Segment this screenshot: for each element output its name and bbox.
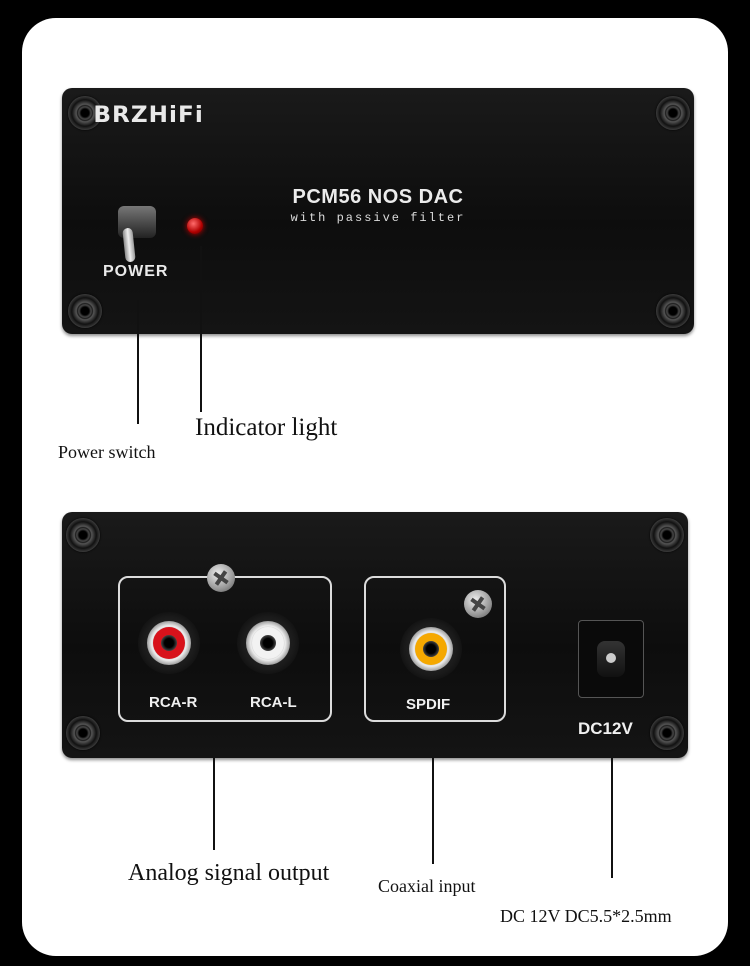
rca-right-label: RCA-R xyxy=(149,694,198,711)
power-switch-leader-line xyxy=(137,300,139,424)
spdif-frame xyxy=(364,576,506,722)
callout-indicator-light: Indicator light xyxy=(195,414,338,441)
rca-left-jack[interactable] xyxy=(237,612,299,674)
callout-dc-power: DC 12V DC5.5*2.5mm xyxy=(500,906,672,926)
callout-analog-output: Analog signal output xyxy=(128,860,330,886)
dc-socket-pin xyxy=(606,653,616,663)
coaxial-leader-line xyxy=(432,758,434,864)
phillips-screw-icon xyxy=(464,590,492,618)
spdif-jack[interactable] xyxy=(400,618,462,680)
jack-hole xyxy=(260,635,276,651)
screw-icon xyxy=(68,96,102,130)
model-subtitle: with passive filter xyxy=(290,211,466,225)
screw-icon xyxy=(66,518,100,552)
dc-power-socket[interactable] xyxy=(578,620,644,698)
screw-icon xyxy=(656,294,690,328)
screw-icon xyxy=(68,294,102,328)
screw-icon xyxy=(650,716,684,750)
phillips-screw-icon xyxy=(207,564,235,592)
screw-icon xyxy=(66,716,100,750)
spdif-label: SPDIF xyxy=(406,696,451,713)
rca-left-label: RCA-L xyxy=(250,694,297,711)
screw-icon xyxy=(656,96,690,130)
power-label: POWER xyxy=(103,263,169,280)
rca-right-jack[interactable] xyxy=(138,612,200,674)
jack-hole xyxy=(161,635,177,651)
dc-label: DC12V xyxy=(578,719,633,738)
indicator-led xyxy=(187,218,203,234)
analog-leader-line xyxy=(213,758,215,850)
callout-power-switch: Power switch xyxy=(58,442,156,462)
model-title: PCM56 NOS DAC xyxy=(292,186,464,208)
dc-leader-line xyxy=(611,758,613,878)
indicator-leader-line xyxy=(200,246,202,412)
screw-icon xyxy=(650,518,684,552)
front-panel xyxy=(62,88,694,334)
jack-hole xyxy=(423,641,439,657)
callout-coaxial-input: Coaxial input xyxy=(378,876,476,896)
brand-logo: BRZHiFi xyxy=(93,103,204,128)
